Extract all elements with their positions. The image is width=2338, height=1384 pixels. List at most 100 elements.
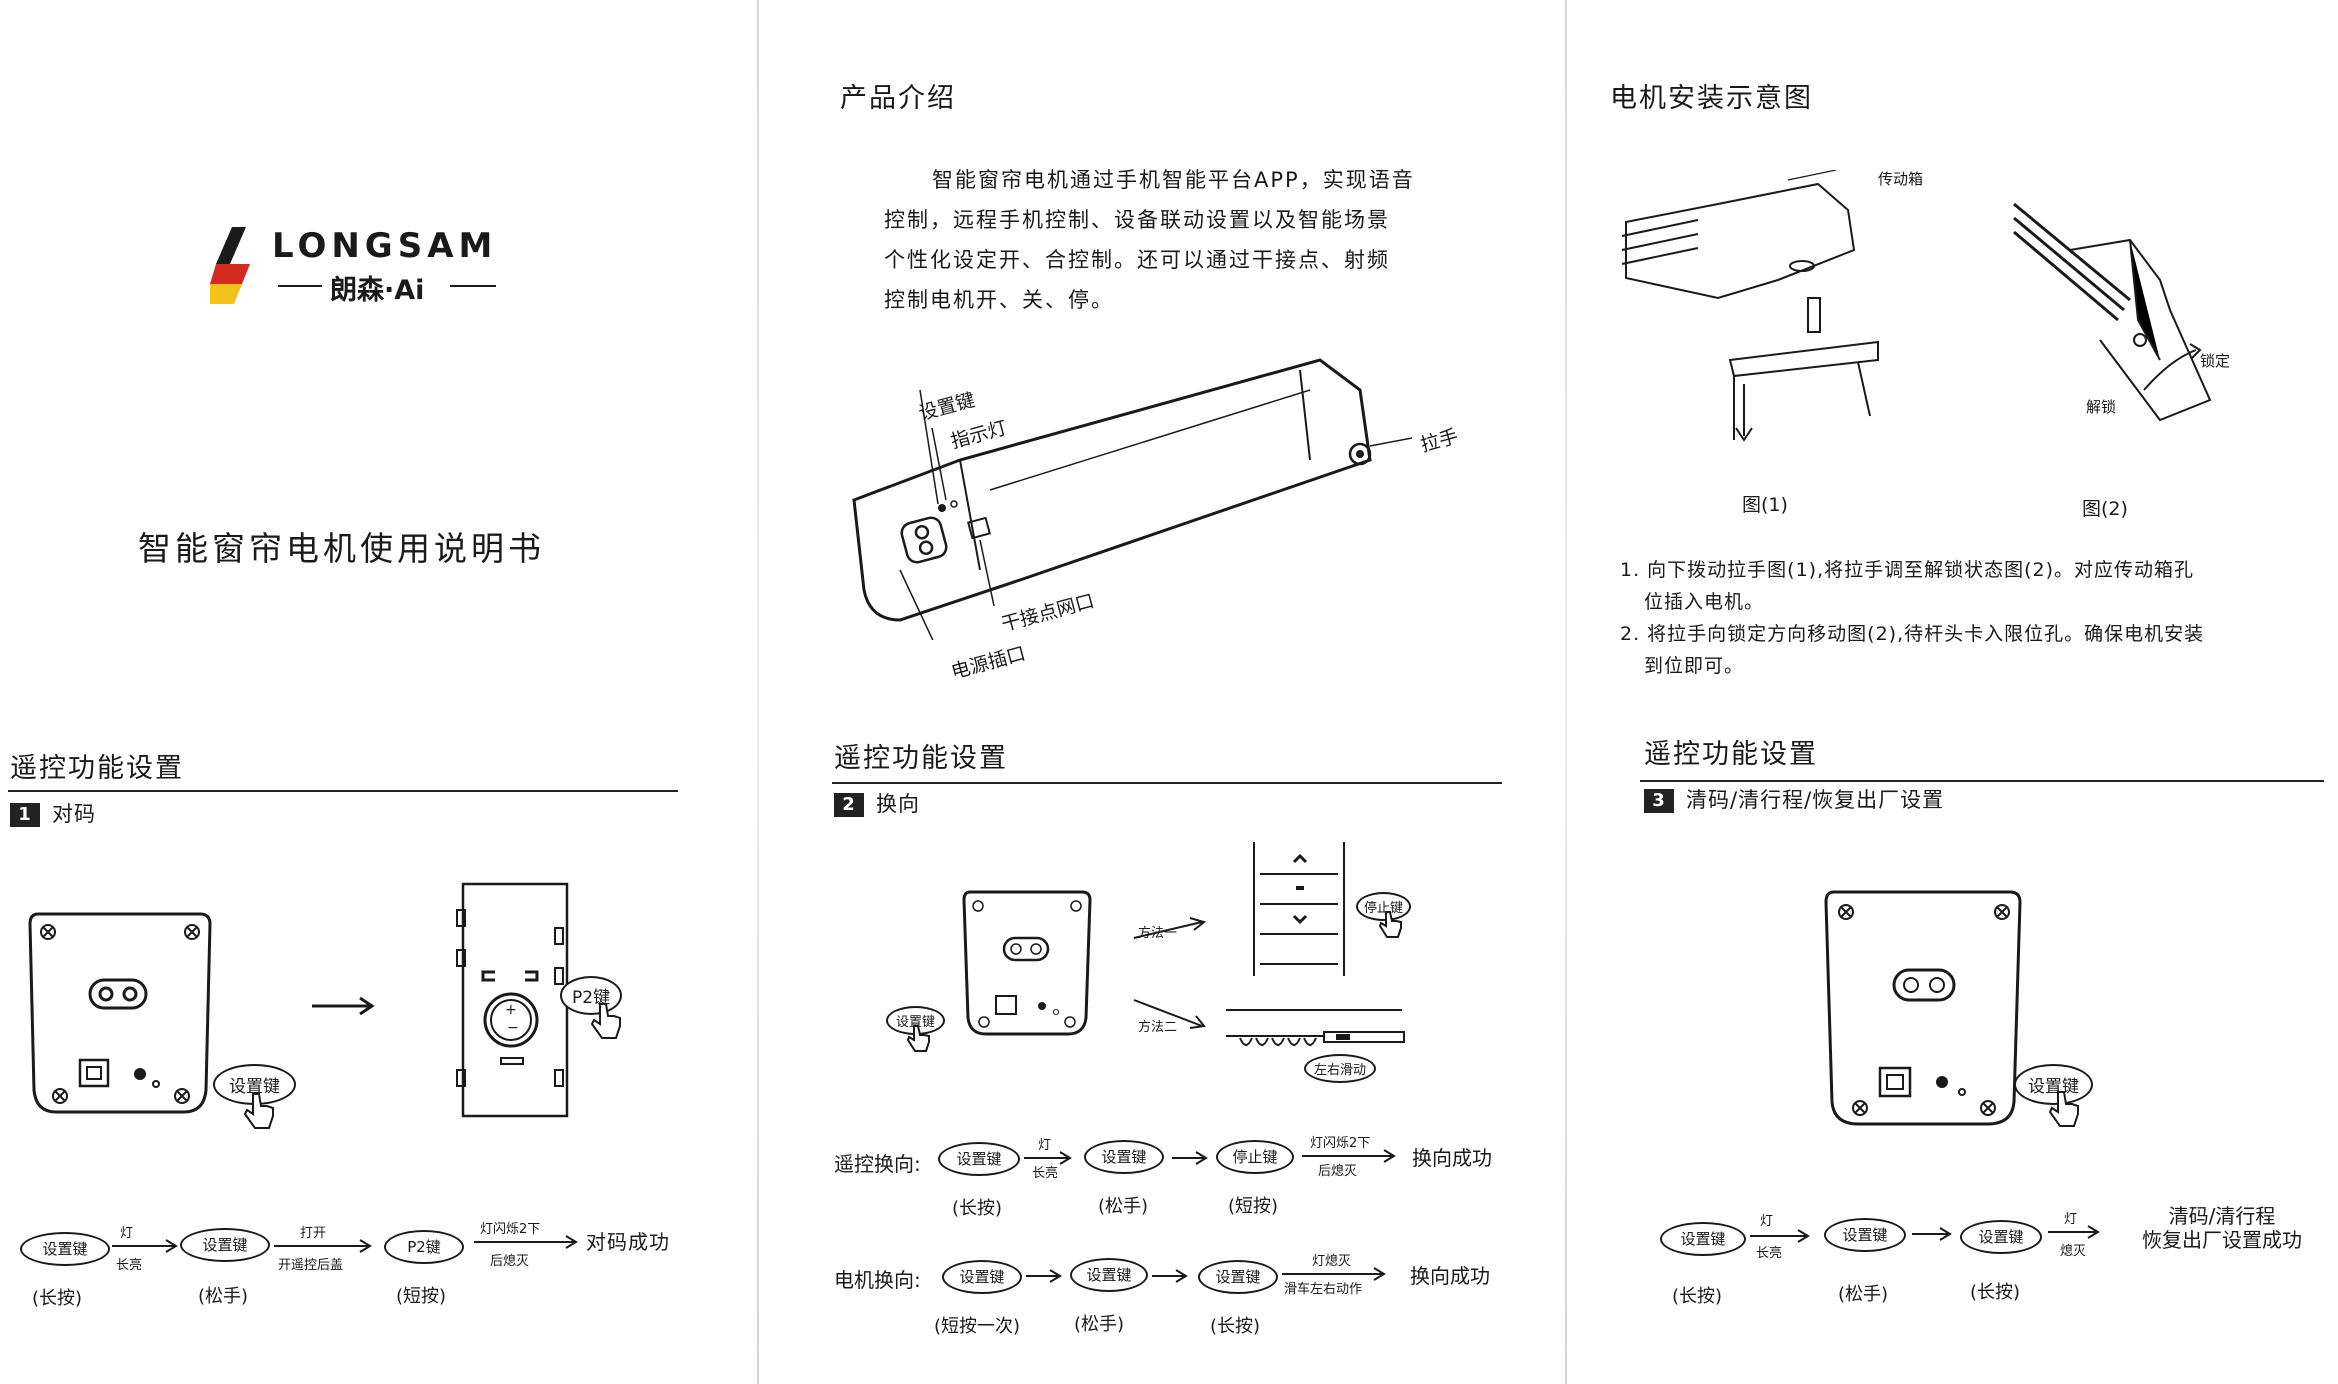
- flow-under: (松手): [1838, 1284, 1889, 1305]
- flow-under: (短按): [1228, 1196, 1279, 1217]
- flow-arrow-top: 灯闪烁2下: [480, 1222, 541, 1237]
- flow-arrow-bottom: 滑车左右动作: [1284, 1282, 1363, 1297]
- flow-box: 设置键: [942, 1260, 1022, 1294]
- flow-under: (松手): [1074, 1314, 1125, 1335]
- logo-mark: [210, 227, 250, 304]
- arrow-right-icon: [1172, 1151, 1208, 1165]
- brand-subtitle: 朗森·Ai: [330, 275, 425, 306]
- brand-logo: LONGSAM 朗森·Ai: [210, 222, 500, 312]
- arrow-right-icon: [1026, 1269, 1062, 1283]
- flow-box: 设置键: [1198, 1260, 1278, 1294]
- set-key-callout-1: 设置键: [213, 1064, 296, 1129]
- sec3-header: 3 清码/清行程/恢复出厂设置: [1644, 784, 1944, 814]
- flow-arrow-bottom: 熄灭: [2060, 1244, 2087, 1259]
- flow-box: 设置键: [1960, 1220, 2042, 1254]
- fig1-caption: 图(1): [1742, 494, 1788, 516]
- intro-text: 智能窗帘电机通过手机智能平台APP，实现语音 控制，远程手机控制、设备联动设置以…: [884, 160, 1504, 320]
- flow-box: P2键: [384, 1230, 464, 1264]
- label-lock: 锁定: [2200, 352, 2231, 370]
- arrow-right-icon: [112, 1239, 178, 1253]
- sec2-set-key-callout: 设置键: [886, 1006, 946, 1052]
- remote-heading-2: 遥控功能设置: [834, 743, 1008, 774]
- remote-heading-1: 遥控功能设置: [10, 753, 184, 784]
- arrow-right-icon: [1152, 1269, 1188, 1283]
- flow-result: 清码/清行程 恢复出厂设置成功: [2122, 1204, 2322, 1252]
- label-unlock: 解锁: [2086, 398, 2117, 416]
- install-step-line: 位插入电机。: [1644, 591, 1765, 613]
- hand-pointer-icon: [1378, 911, 1402, 938]
- flow-arrow-bottom: 长亮: [116, 1258, 143, 1273]
- sec3-title: 清码/清行程/恢复出厂设置: [1686, 788, 1945, 812]
- slide-label: 左右滑动: [1304, 1054, 1377, 1083]
- intro-line: 个性化设定开、合控制。还可以通过干接点、射频: [884, 248, 1390, 272]
- flow-box: 设置键: [180, 1228, 270, 1262]
- svg-text:−: −: [507, 1020, 519, 1036]
- hand-pointer-icon: [906, 1025, 930, 1052]
- p2-key-label: P2键: [560, 976, 623, 1015]
- flow-box: 停止键: [1216, 1140, 1294, 1174]
- flow-box: 设置键: [1660, 1222, 1746, 1256]
- method2-label: 方法二: [1138, 1020, 1178, 1035]
- sec3-flow: 设置键 (长按) 灯 长亮 设置键 (松手) 设置键 (长按) 灯 熄灭 清码/…: [1660, 1204, 2320, 1307]
- label-handle: 拉手: [1418, 425, 1461, 457]
- flow-arrow-top: 打开: [300, 1226, 327, 1241]
- motor-back-illustration-3: [1824, 890, 2022, 1126]
- install-step-line: 2. 将拉手向锁定方向移动图(2),待杆头卡入限位孔。确保电机安装: [1620, 623, 2205, 645]
- sec2-remote-flow: 遥控换向: 设置键 (长按) 灯 长亮 设置键 (松手) 停止键 (短按) 灯闪…: [834, 1136, 1524, 1219]
- arrow-right-icon: [474, 1235, 578, 1249]
- flow-under: (长按): [1672, 1286, 1723, 1307]
- arrow-right-icon: [1282, 1267, 1386, 1281]
- stop-key-callout: 停止键: [1356, 892, 1412, 938]
- flow-under: (长按): [1970, 1282, 2021, 1303]
- label-transmission: 传动箱: [1878, 170, 1924, 188]
- sec3-num: 3: [1644, 789, 1674, 813]
- install-steps: 1. 向下拨动拉手图(1),将拉手调至解锁状态图(2)。对应传动箱孔 位插入电机…: [1620, 554, 2310, 682]
- intro-heading: 产品介绍: [840, 83, 956, 114]
- arrow-right-icon: [312, 996, 375, 1016]
- flow-box: 设置键: [1824, 1218, 1906, 1252]
- install-figure-1: [1621, 170, 1879, 442]
- hand-pointer-icon: [590, 1003, 621, 1039]
- flow-under: (短按): [396, 1286, 447, 1307]
- flow-under: (长按): [952, 1198, 1003, 1219]
- flow-result: 对码成功: [586, 1230, 670, 1254]
- flow-arrow-top: 灯: [1760, 1214, 1774, 1229]
- flow-under: (短按一次): [934, 1316, 1021, 1337]
- flow-box: 设置键: [1070, 1258, 1148, 1292]
- flow-under: (松手): [1098, 1196, 1149, 1217]
- flow-box: 设置键: [938, 1142, 1020, 1176]
- label-power: 电源插口: [948, 642, 1028, 684]
- flow-box: 设置键: [20, 1232, 110, 1266]
- sec1-num: 1: [10, 803, 40, 827]
- intro-line: 控制电机开、关、停。: [884, 288, 1114, 312]
- install-figure-2: [2013, 202, 2212, 422]
- arrow-right-icon: [1912, 1227, 1952, 1241]
- flow-arrow-bottom: 后熄灭: [490, 1254, 530, 1269]
- flow-result: 换向成功: [1412, 1146, 1492, 1170]
- flow-box: 设置键: [1084, 1140, 1164, 1174]
- flow-arrow-top: 灯熄灭: [1312, 1254, 1352, 1269]
- svg-text:+: +: [505, 1002, 517, 1018]
- sec2-motor-flow: 电机换向: 设置键 (短按一次) 设置键 (松手) 设置键 (长按) 灯熄灭 滑…: [834, 1254, 1524, 1337]
- remote-flow-label: 遥控换向:: [834, 1152, 921, 1176]
- slide-callout: 左右滑动: [1304, 1054, 1377, 1083]
- arrow-right-icon: [2048, 1225, 2100, 1239]
- rule-2: [832, 782, 1502, 784]
- flow-arrow-top: 灯闪烁2下: [1310, 1136, 1371, 1151]
- fig2-caption: 图(2): [2082, 498, 2128, 520]
- flow-result: 换向成功: [1410, 1264, 1490, 1288]
- intro-line: 智能窗帘电机通过手机智能平台APP，实现语音: [932, 168, 1415, 192]
- sec2-title: 换向: [876, 792, 920, 816]
- arrow-right-icon: [1024, 1151, 1072, 1165]
- install-step-line: 到位即可。: [1644, 655, 1745, 677]
- result-line-1: 清码/清行程: [2168, 1204, 2276, 1228]
- flow-arrow-bottom: 长亮: [1756, 1246, 1783, 1261]
- curtain-track-illustration: [1226, 1009, 1405, 1046]
- manual-title: 智能窗帘电机使用说明书: [138, 529, 545, 568]
- remote-heading-3: 遥控功能设置: [1644, 739, 1818, 770]
- flow-under: (长按): [1210, 1316, 1261, 1337]
- flow-under: (松手): [198, 1286, 249, 1307]
- flow-under: (长按): [32, 1288, 83, 1309]
